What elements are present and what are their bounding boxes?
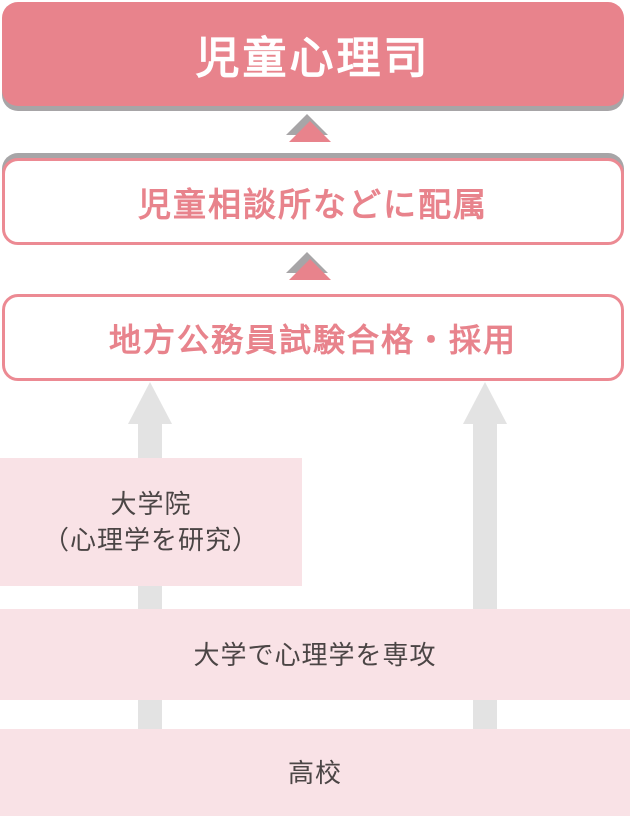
arrow-triangle [289,121,331,142]
university-label: 大学で心理学を専攻 [193,639,437,670]
high-school-label: 高校 [287,757,342,788]
exam-box: 地方公務員試験合格・採用 [2,294,624,381]
grad-school-box: 大学院 （心理学を研究） [0,458,302,586]
small-up-arrow-icon-2 [286,252,334,282]
diagram-title: 児童心理司 [195,34,431,83]
arrowhead-icon [128,382,172,424]
grad-school-label-line2: （心理学を研究） [42,525,259,555]
arrowhead-icon [463,382,507,424]
arrow-triangle [289,259,331,280]
exam-label: 地方公務員試験合格・採用 [108,321,517,358]
title-box: 児童心理司 [2,2,624,106]
assignment-box: 児童相談所などに配属 [2,158,624,245]
assignment-label: 児童相談所などに配属 [138,185,488,223]
grad-school-label-line1: 大学院 [110,489,192,519]
small-up-arrow-icon-1 [286,114,334,144]
university-box: 大学で心理学を専攻 [0,609,630,700]
high-school-box: 高校 [0,729,630,816]
